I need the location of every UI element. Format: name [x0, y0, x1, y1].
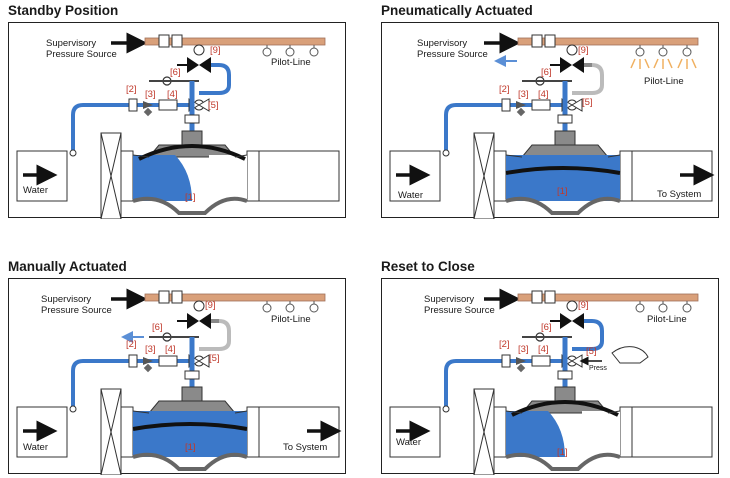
label-6: [6]	[541, 322, 552, 333]
label-6: [6]	[170, 67, 181, 78]
panel-title-standby: Standby Position	[8, 3, 119, 18]
label-5: [5]	[586, 346, 597, 357]
label-3: [3]	[518, 344, 529, 355]
diagram-panel-reset: Supervisory Pressure Source Pilot-Line W…	[381, 278, 719, 475]
pilot-line-label: Pilot-Line	[644, 76, 684, 87]
pressure-source-label: Pressure Source	[41, 305, 112, 316]
supervisory-label: Supervisory	[46, 38, 97, 49]
water-label: Water	[398, 190, 423, 201]
label-1: [1]	[557, 186, 568, 197]
pilot-line-label: Pilot-Line	[647, 314, 687, 325]
label-5: [5]	[582, 97, 593, 108]
label-2: [2]	[126, 339, 137, 350]
label-9: [9]	[210, 45, 221, 56]
supervisory-label: Supervisory	[417, 38, 468, 49]
panel-title-reset: Reset to Close	[381, 259, 475, 274]
valve-diagram	[16, 288, 342, 475]
label-3: [3]	[145, 89, 156, 100]
label-4: [4]	[538, 344, 549, 355]
water-label: Water	[23, 442, 48, 453]
pressure-source-label: Pressure Source	[424, 305, 495, 316]
label-3: [3]	[518, 89, 529, 100]
supervisory-label: Supervisory	[41, 294, 92, 305]
label-9: [9]	[578, 300, 589, 311]
label-9: [9]	[578, 45, 589, 56]
to-system-label: To System	[657, 189, 702, 200]
label-4: [4]	[167, 89, 178, 100]
label-1: [1]	[557, 447, 568, 458]
label-4: [4]	[538, 89, 549, 100]
pressure-source-label: Pressure Source	[417, 49, 488, 60]
water-label: Water	[396, 437, 421, 448]
label-9: [9]	[205, 300, 216, 311]
label-2: [2]	[499, 84, 510, 95]
water-label: Water	[23, 185, 48, 196]
label-6: [6]	[541, 67, 552, 78]
label-1: [1]	[185, 192, 196, 203]
diagram-panel-manual: Supervisory Pressure Source Pilot-Line W…	[8, 278, 346, 475]
label-6: [6]	[152, 322, 163, 333]
label-5: [5]	[209, 353, 220, 364]
valve-diagram	[16, 32, 340, 219]
label-5: [5]	[208, 100, 219, 111]
panel-title-manual: Manually Actuated	[8, 259, 127, 274]
diagram-panel-pneumatic: Supervisory Pressure Source Pilot-Line W…	[381, 22, 719, 219]
diagram-panel-standby: Supervisory Pressure Source Pilot-Line W…	[8, 22, 346, 219]
panel-title-pneumatic: Pneumatically Actuated	[381, 3, 533, 18]
press-label: Press	[589, 365, 607, 372]
pilot-line-label: Pilot-Line	[271, 314, 311, 325]
label-4: [4]	[165, 344, 176, 355]
valve-diagram	[389, 288, 713, 475]
to-system-label: To System	[283, 442, 328, 453]
valve-diagram	[389, 32, 715, 219]
pressure-source-label: Pressure Source	[46, 49, 117, 60]
label-2: [2]	[126, 84, 137, 95]
label-1: [1]	[185, 442, 196, 453]
label-3: [3]	[145, 344, 156, 355]
label-2: [2]	[499, 339, 510, 350]
supervisory-label: Supervisory	[424, 294, 475, 305]
pilot-line-label: Pilot-Line	[271, 57, 311, 68]
